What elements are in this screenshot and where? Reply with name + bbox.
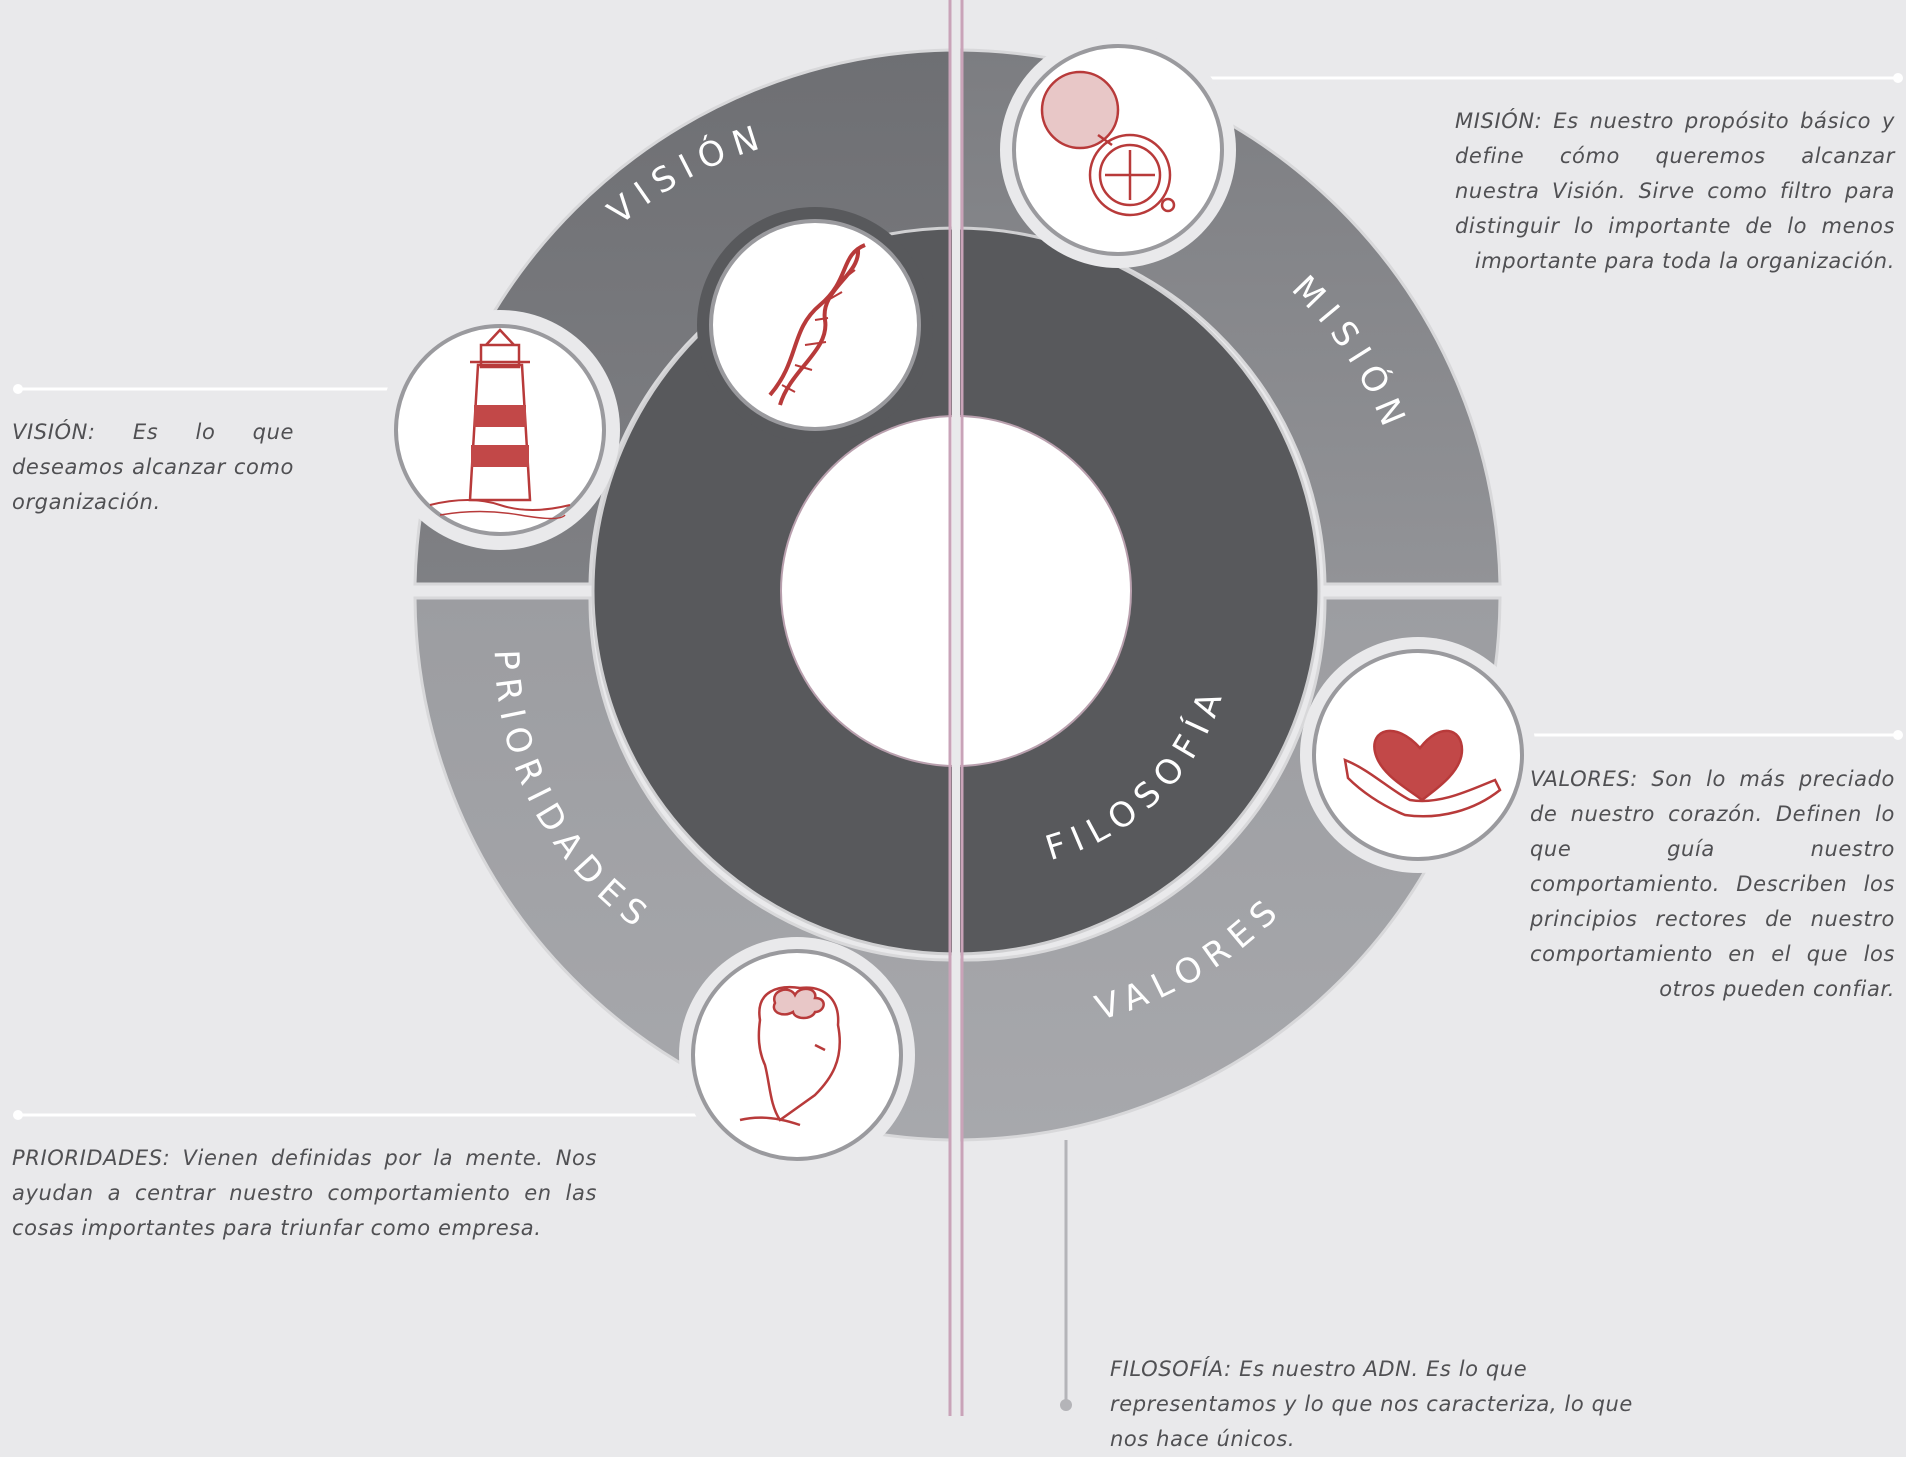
dna-icon <box>768 243 866 406</box>
description-mision: MISIÓN: Es nuestro propósito básico y de… <box>1455 109 1895 273</box>
description-prioridades: PRIORIDADES: Vienen definidas por la men… <box>12 1146 597 1240</box>
lighthouse-icon <box>429 328 571 520</box>
heart-hand-icon <box>1343 729 1502 818</box>
medallion-dna <box>697 207 933 443</box>
compass-icon <box>1040 70 1176 217</box>
description-valores: VALORES: Son lo más preciado de nuestro … <box>1530 767 1895 1001</box>
connector-lines <box>18 76 1898 1117</box>
connector-dots <box>13 73 1903 1120</box>
head-thought-icon <box>739 986 841 1127</box>
description-vision: VISIÓN: Es lo que deseamos alcanzar como… <box>12 420 294 514</box>
description-filosofia: FILOSOFÍA: Es nuestro ADN. Es lo que rep… <box>1110 1357 1633 1451</box>
philosophy-diagram: VISIÓN MISIÓN PRIORIDADES VALORES FILOSO… <box>13 0 1903 1416</box>
